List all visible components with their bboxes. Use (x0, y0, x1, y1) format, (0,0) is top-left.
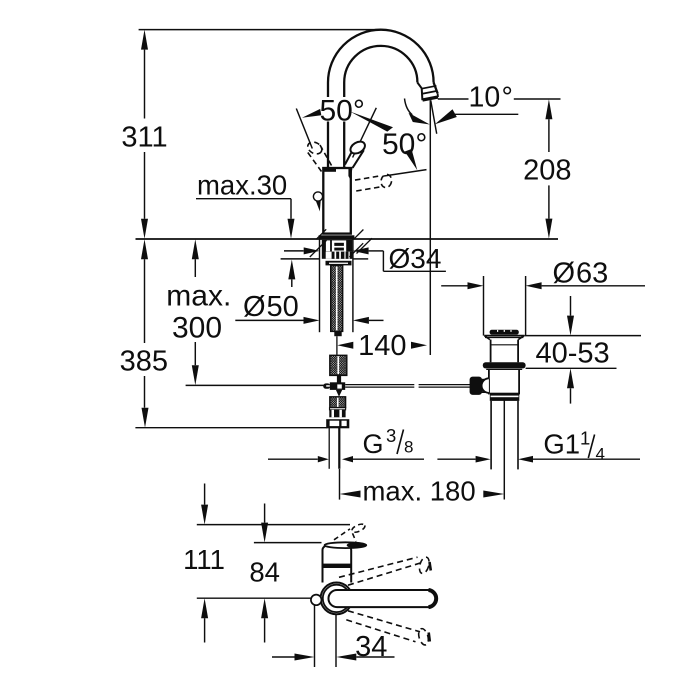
svg-text:311: 311 (121, 122, 167, 154)
svg-text:50°: 50° (382, 128, 427, 161)
svg-text:50: 50 (267, 291, 299, 323)
svg-text:G: G (363, 429, 384, 459)
svg-text:max. 180: max. 180 (363, 475, 476, 506)
svg-text:°: ° (502, 82, 513, 114)
svg-text:max.30: max.30 (197, 170, 287, 201)
svg-text:4: 4 (596, 445, 605, 464)
svg-text:208: 208 (523, 155, 571, 187)
svg-text:Ø: Ø (553, 258, 576, 290)
svg-text:8: 8 (404, 438, 413, 457)
svg-text:10: 10 (469, 82, 501, 114)
svg-text:111: 111 (183, 544, 225, 575)
svg-text:50°: 50° (320, 95, 365, 128)
svg-text:Ø34: Ø34 (389, 243, 442, 274)
svg-text:34: 34 (355, 631, 387, 663)
svg-text:300: 300 (172, 312, 222, 345)
svg-text:63: 63 (576, 258, 608, 290)
svg-text:Ø: Ø (243, 291, 266, 323)
svg-text:3: 3 (386, 425, 396, 446)
svg-text:G1: G1 (543, 428, 580, 459)
svg-text:40-53: 40-53 (536, 337, 610, 369)
svg-text:1: 1 (580, 428, 590, 449)
svg-text:140: 140 (358, 330, 406, 362)
svg-text:84: 84 (249, 557, 280, 588)
svg-text:max.: max. (166, 280, 231, 313)
svg-text:385: 385 (120, 346, 168, 378)
